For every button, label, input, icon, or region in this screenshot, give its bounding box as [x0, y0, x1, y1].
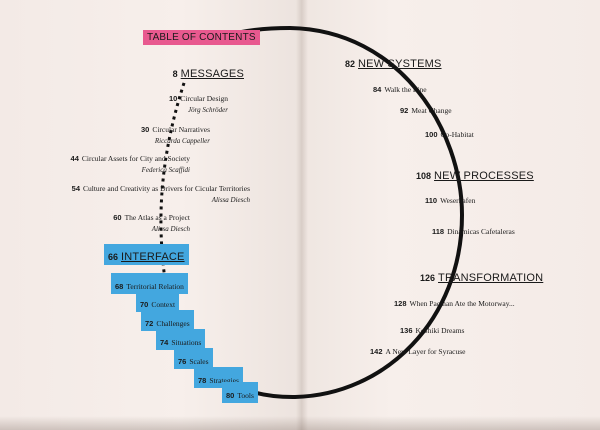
entry-author: Alissa Diesch — [211, 196, 250, 204]
entry-page-number: 54 — [71, 184, 80, 193]
entry-page-number: 76 — [178, 357, 187, 366]
entry-title: Weserhafen — [440, 196, 476, 205]
entry-title: Situations — [171, 338, 202, 347]
entry-title: Koshiki Dreams — [415, 326, 465, 335]
section-page-number: 8 — [172, 69, 178, 79]
entry-title: Meat Change — [411, 106, 452, 115]
entry-title: Culture and Creativity as Drivers for Ci… — [83, 184, 250, 193]
section-title: TRANSFORMATION — [438, 272, 544, 284]
section-title: MESSAGES — [180, 68, 244, 80]
entry-title: Context — [151, 300, 176, 309]
entry-page-number: 92 — [400, 106, 409, 115]
entry-page-number: 30 — [140, 125, 150, 134]
entry-page-number: 74 — [160, 338, 169, 347]
entry-page-number: 68 — [115, 282, 124, 291]
right-page — [302, 0, 600, 430]
entry-page-number: 78 — [198, 376, 207, 385]
entry-page-number: 142 — [370, 347, 383, 356]
section-title: NEW SYSTEMS — [358, 58, 442, 70]
entry-author: Riccarda Cappeller — [154, 137, 210, 145]
entry-page-number: 72 — [145, 319, 154, 328]
entry-title: Territorial Relation — [126, 282, 184, 291]
entry-page-number: 80 — [226, 391, 235, 400]
entry-page-number: 10 — [168, 94, 178, 103]
entry-page-number: 136 — [400, 326, 413, 335]
page-edge-shadow — [0, 416, 600, 430]
entry-title: A New Layer for Syracuse — [385, 347, 466, 356]
left-page — [0, 0, 302, 430]
section-title: NEW PROCESSES — [434, 170, 534, 182]
entry-title: Circular Assets for City and Society — [81, 154, 190, 163]
entry-author: Alissa Diesch — [151, 225, 190, 233]
entry-title: Walk the Line — [384, 85, 427, 94]
entry-title: Dinámicas Cafetaleras — [447, 227, 515, 236]
section-page-number: 82 — [345, 59, 356, 69]
entry-title: Scales — [189, 357, 209, 366]
section-title: INTERFACE — [121, 251, 185, 263]
entry-page-number: 84 — [373, 85, 382, 94]
entry-author: Federica Scaffidi — [141, 166, 190, 174]
entry-title: Strategies — [209, 376, 239, 385]
entry-author: Jörg Schröder — [188, 106, 228, 114]
entry-title: The Atlas as a Project — [124, 213, 190, 222]
section-page-number: 66 — [108, 252, 119, 262]
entry-title: When Pacman Ate the Motorway... — [409, 299, 515, 308]
book-gutter — [296, 0, 308, 430]
entry-title: Circular Design — [180, 94, 228, 103]
entry-page-number: 118 — [432, 227, 445, 236]
entry-page-number: 70 — [140, 300, 149, 309]
entry-title: Circular Narratives — [152, 125, 210, 134]
table-of-contents-label: TABLE OF CONTENTS — [143, 30, 260, 45]
entry-title: Challenges — [156, 319, 190, 328]
entry-page-number: 44 — [70, 154, 79, 163]
entry-page-number: 60 — [113, 213, 122, 222]
entry-page-number: 128 — [394, 299, 407, 308]
entry-title: Co-Habitat — [440, 130, 474, 139]
section-page-number: 108 — [416, 171, 432, 181]
entry-title: Tools — [237, 391, 254, 400]
entry-page-number: 110 — [425, 196, 438, 205]
entry-page-number: 100 — [425, 130, 438, 139]
section-page-number: 126 — [420, 273, 436, 283]
